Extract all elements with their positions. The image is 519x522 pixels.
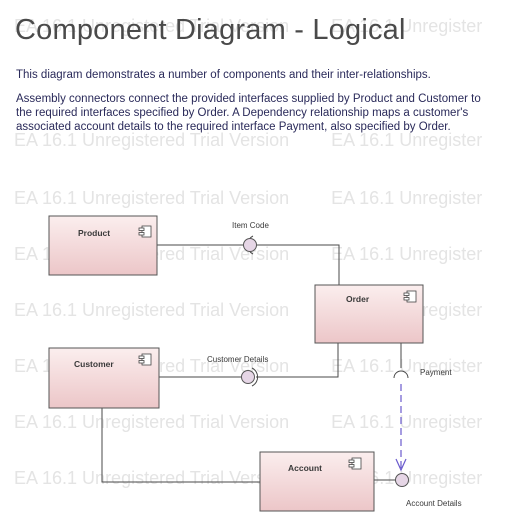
interface-customer-details[interactable]: [241, 367, 259, 387]
component-icon: [348, 457, 362, 470]
label-item-code: Item Code: [232, 221, 269, 230]
order-customer-details-connector[interactable]: [256, 343, 339, 378]
notes-paragraph: Assembly connectors connect the provided…: [16, 93, 481, 133]
interface-payment[interactable]: [393, 370, 409, 379]
component-name: Product: [78, 228, 110, 238]
component-icon: [138, 353, 152, 366]
page-title: Component Diagram - Logical: [15, 14, 406, 46]
dependency-arrow[interactable]: [395, 384, 407, 472]
interface-item-code[interactable]: [243, 235, 257, 255]
component-icon: [138, 225, 152, 238]
account-details-ball: [395, 473, 409, 487]
interface-account-details[interactable]: [395, 473, 409, 487]
component-name: Order: [346, 294, 370, 304]
label-account-details: Account Details: [406, 499, 462, 508]
customer-account-connector[interactable]: [101, 408, 260, 483]
component-account[interactable]: Account: [259, 451, 375, 512]
customer-details-ball: [241, 370, 255, 384]
label-payment: Payment: [420, 368, 452, 377]
diagram-notes: This diagram demonstrates a number of co…: [16, 68, 486, 144]
component-customer[interactable]: Customer: [48, 347, 160, 409]
component-order[interactable]: Order: [314, 284, 424, 344]
component-product[interactable]: Product: [48, 215, 158, 276]
connector-lines: [101, 244, 402, 483]
label-customer-details: Customer Details: [207, 355, 268, 364]
order-item-code-connector[interactable]: [255, 244, 340, 285]
customer-details-socket: [251, 367, 259, 387]
item-code-ball: [243, 238, 257, 252]
component-name: Account: [288, 463, 322, 473]
component-name: Customer: [74, 359, 114, 369]
notes-paragraph: This diagram demonstrates a number of co…: [16, 69, 431, 81]
component-icon: [403, 290, 417, 303]
payment-socket: [393, 370, 409, 379]
